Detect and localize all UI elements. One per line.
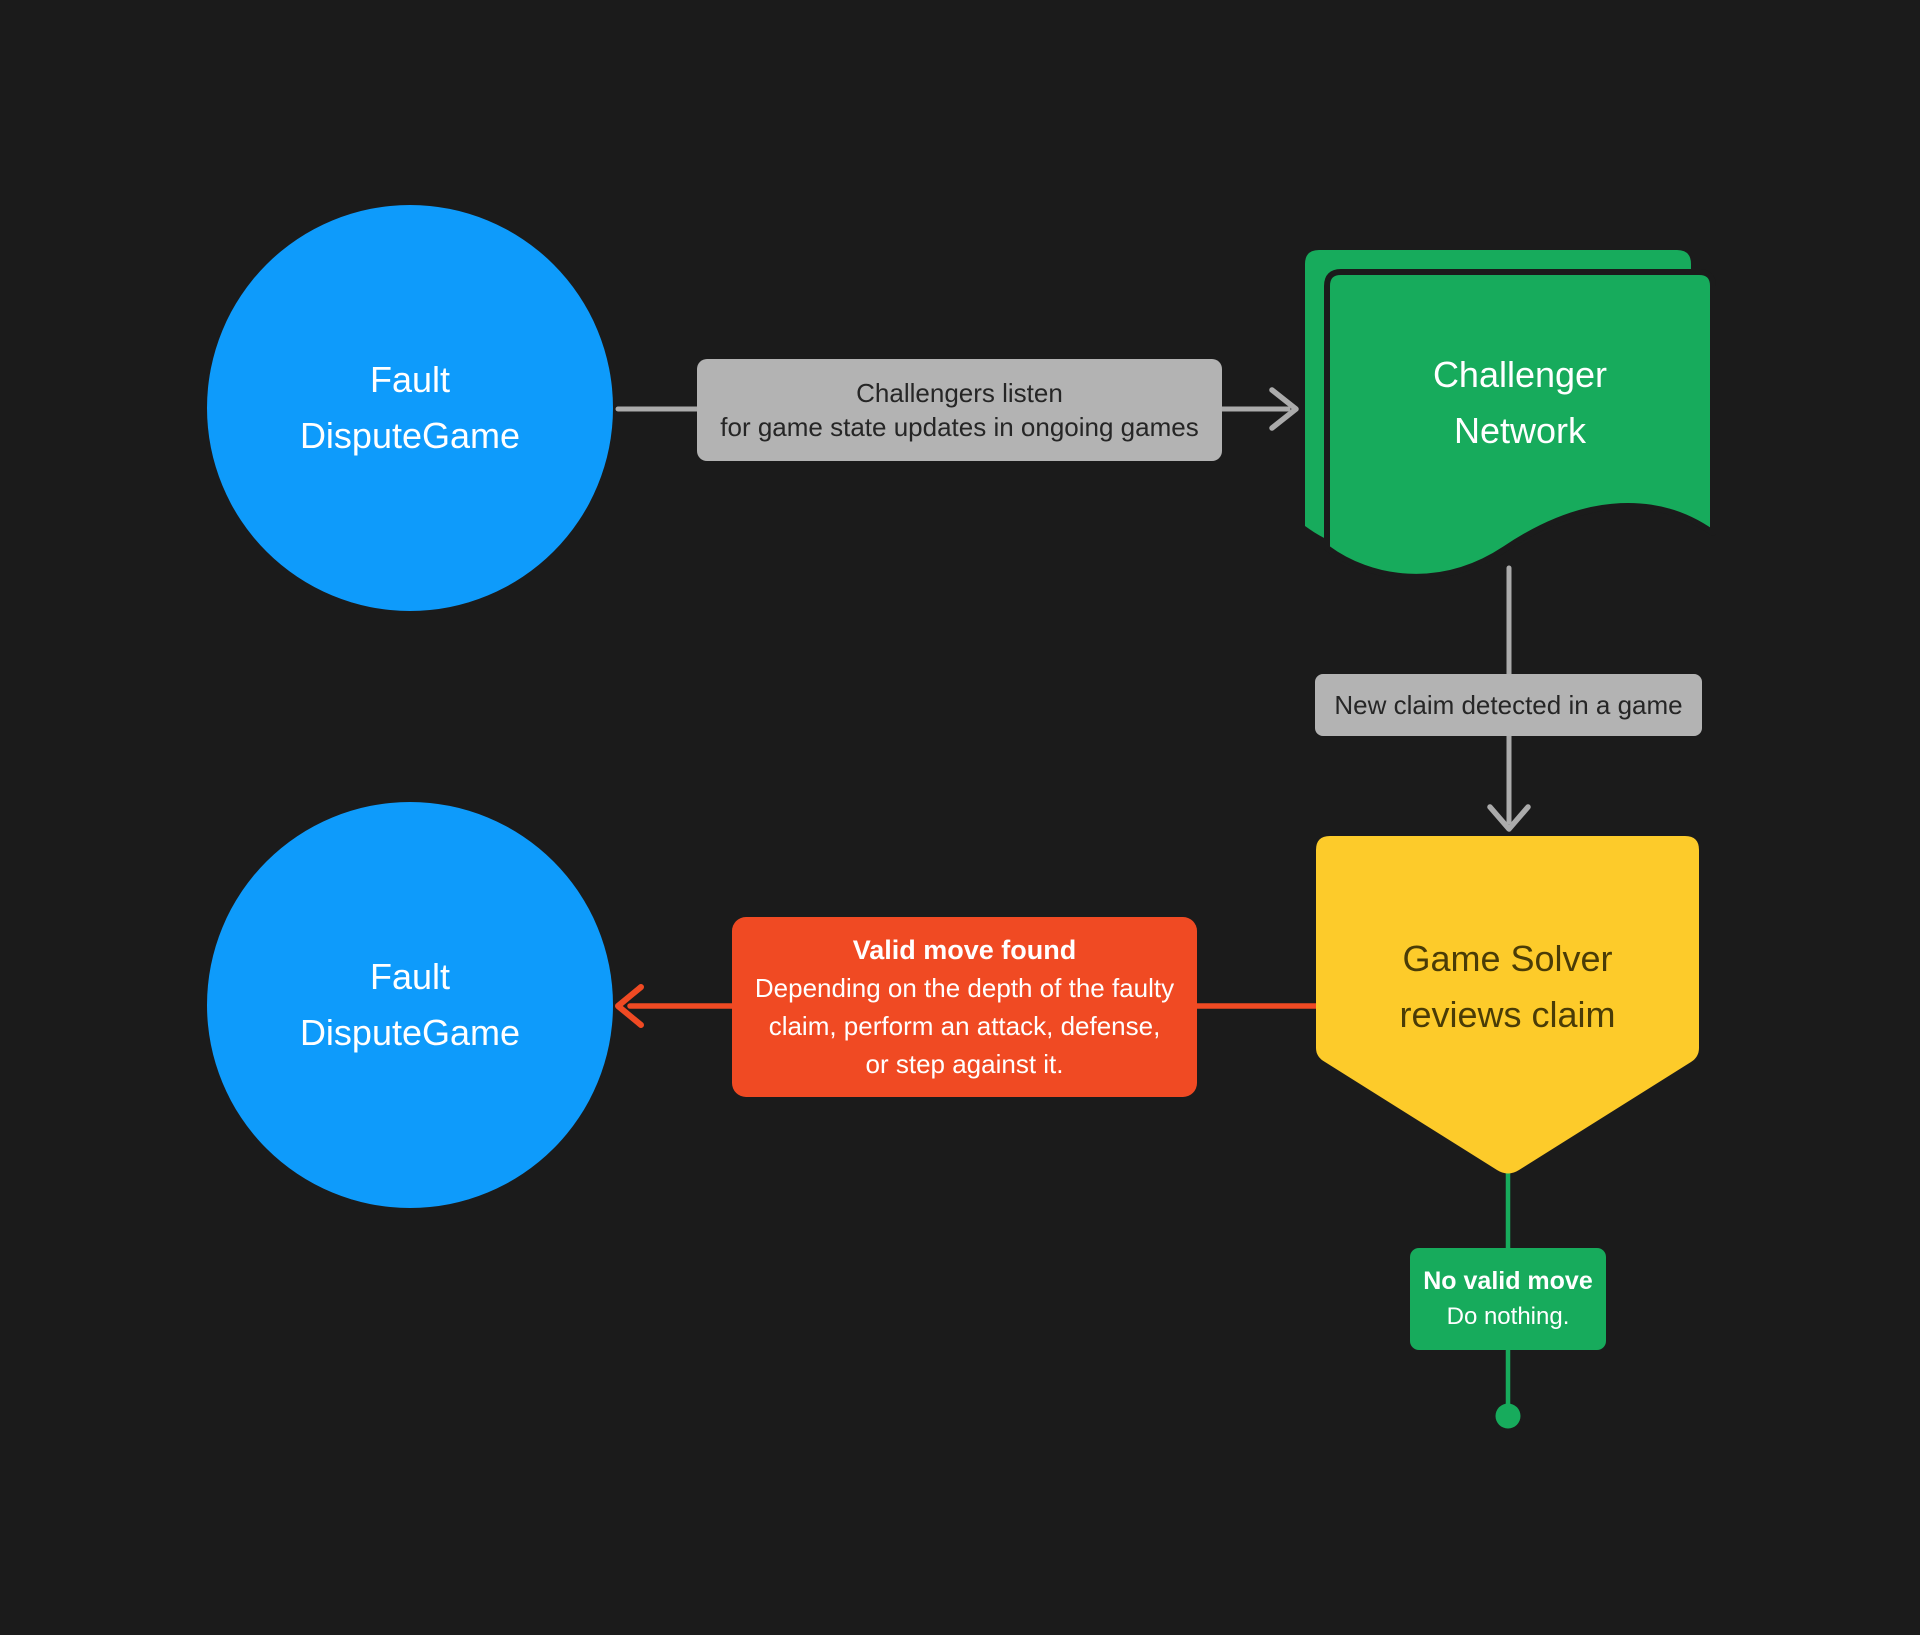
connector-no-valid-move[interactable] bbox=[1495, 1169, 1521, 1429]
node-fault-dispute-game-bottom[interactable]: Fault DisputeGame bbox=[207, 802, 613, 1208]
node-label-line: DisputeGame bbox=[299, 1012, 521, 1053]
edge-label-line: for game state updates in ongoing games bbox=[720, 412, 1199, 442]
callout-body-line: Depending on the depth of the faulty bbox=[754, 973, 1175, 1003]
node-label-line: DisputeGame bbox=[299, 415, 521, 456]
callout-body-line: Do nothing. bbox=[1446, 1303, 1570, 1330]
arrowhead-left-icon bbox=[615, 984, 644, 1028]
callout-body-line: claim, perform an attack, defense, bbox=[768, 1011, 1161, 1041]
edge-label-line: New claim detected in a game bbox=[1334, 690, 1683, 720]
connector-endpoint-dot-icon bbox=[1495, 1403, 1521, 1429]
callout-valid-move[interactable]: Valid move found Depending on the depth … bbox=[732, 917, 1197, 1097]
game-solver-shape[interactable] bbox=[1316, 836, 1699, 1174]
node-label-line: Fault bbox=[369, 359, 451, 400]
callout-body-line: or step against it. bbox=[865, 1049, 1064, 1079]
edge-label-line: Challengers listen bbox=[856, 378, 1063, 408]
challenger-network-shape[interactable] bbox=[1305, 250, 1716, 580]
node-label-line: Fault bbox=[369, 956, 451, 997]
arrowhead-down-icon bbox=[1487, 804, 1531, 832]
callout-no-valid-move[interactable]: No valid move Do nothing. bbox=[1410, 1248, 1606, 1350]
node-fault-dispute-game-top[interactable]: Fault DisputeGame bbox=[207, 205, 613, 611]
callout-title: No valid move bbox=[1423, 1267, 1593, 1295]
edge-label-challengers-listen[interactable]: Challengers listen for game state update… bbox=[697, 359, 1222, 461]
callout-title: Valid move found bbox=[852, 935, 1077, 965]
document-shape-front[interactable] bbox=[1324, 269, 1716, 580]
edge-label-new-claim[interactable]: New claim detected in a game bbox=[1315, 674, 1702, 736]
arrowhead-right-icon bbox=[1269, 387, 1299, 431]
